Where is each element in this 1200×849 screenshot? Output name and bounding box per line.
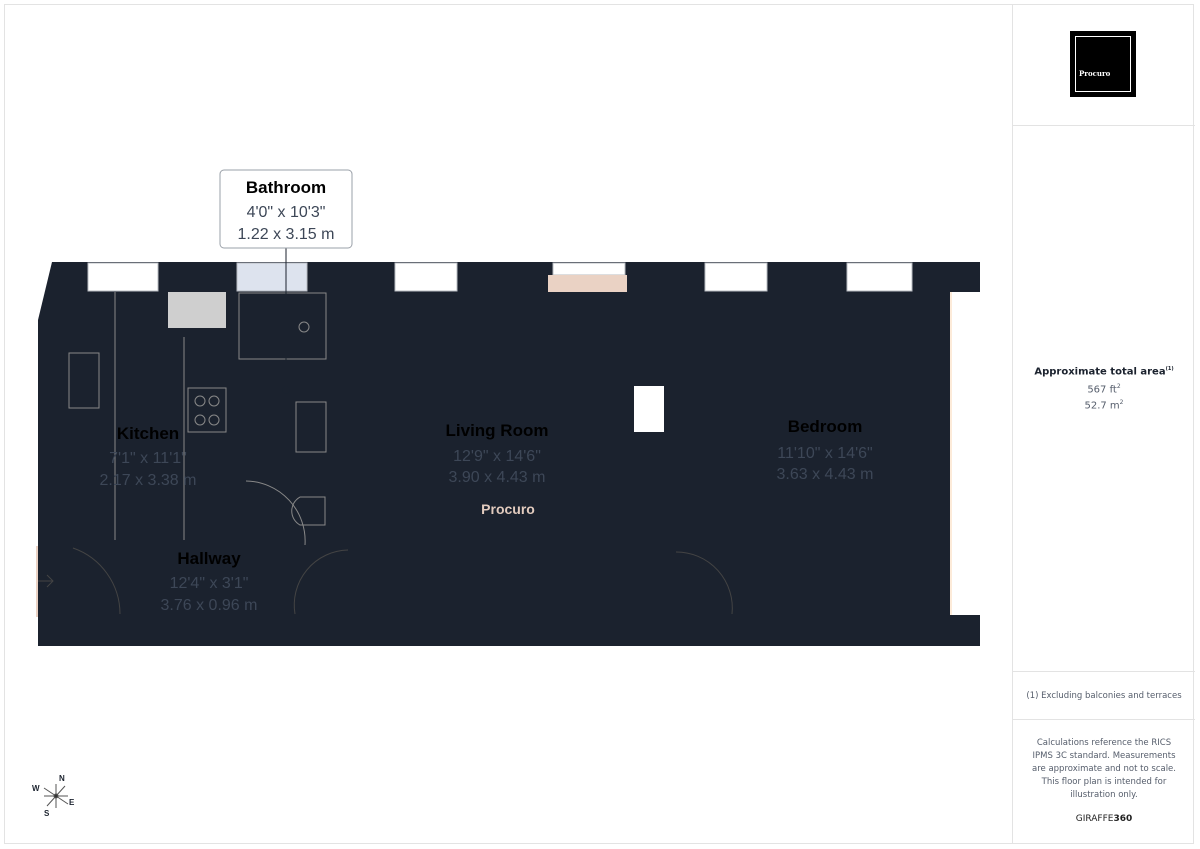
footnote: (1) Excluding balconies and terraces (1026, 691, 1182, 701)
hallway-metric: 3.76 x 0.96 m (161, 597, 258, 614)
floor-plan: Bathroom 4'0" x 10'3" 1.22 x 3.15 m Kitc… (32, 169, 980, 818)
area-section: Approximate total area(1) 567 ft2 52.7 m… (1013, 126, 1195, 672)
area-m: 52.7 m (1084, 399, 1120, 411)
compass-e: E (69, 798, 75, 807)
hallway-name: Hallway (177, 549, 241, 568)
walls (38, 262, 980, 646)
compass-n: N (59, 774, 65, 783)
living-metric: 3.90 x 4.43 m (449, 469, 546, 486)
hallway-imperial: 12'4" x 3'1" (170, 575, 249, 592)
area-title: Approximate total area (1034, 366, 1166, 378)
bathroom-label-box (219, 169, 353, 249)
doors (38, 547, 733, 615)
toilet-icon (291, 496, 326, 526)
bedroom-name: Bedroom (788, 417, 863, 436)
giraffe360-logo: GIRAFFE360 (1027, 814, 1181, 824)
compass-w: W (32, 784, 40, 793)
bathroom-name: Bathroom (246, 178, 326, 197)
info-sidebar: Procuro Approximate total area(1) 567 ft… (1012, 4, 1195, 844)
disclaimer-section: Calculations reference the RICS IPMS 3C … (1013, 720, 1195, 844)
bathroom-fixtures (238, 292, 327, 546)
basin-icon (295, 401, 327, 453)
kitchen-name: Kitchen (117, 424, 179, 443)
brand-a: GIRAFFE (1075, 814, 1114, 824)
living-imperial: 12'9" x 14'6" (453, 448, 541, 465)
page-frame (4, 4, 1194, 844)
kitchen-imperial: 7'1" x 11'1" (109, 450, 187, 467)
area-note-marker: (1) (1165, 366, 1174, 372)
bedroom-metric: 3.63 x 4.43 m (777, 466, 874, 483)
kitchen-fixtures (68, 292, 227, 540)
sink-icon (68, 352, 100, 409)
procuro-logo: Procuro (1070, 31, 1136, 97)
brand-b: 360 (1113, 814, 1133, 824)
bathroom-imperial: 4'0" x 10'3" (247, 204, 326, 221)
compass-icon (43, 784, 69, 808)
hob-icon (187, 387, 227, 433)
door-swing (245, 480, 306, 546)
logo-text: Procuro (1079, 69, 1111, 78)
kitchen-metric: 2.17 x 3.38 m (100, 472, 197, 489)
window-reveal (548, 275, 627, 292)
kitchen-appliance (168, 292, 226, 328)
watermark: Procuro (481, 501, 535, 517)
shower-icon (238, 292, 327, 360)
compass-s: S (44, 809, 50, 818)
bedroom-imperial: 11'10" x 14'6" (777, 445, 872, 462)
logo-section: Procuro (1013, 4, 1195, 126)
fireplace (634, 386, 664, 432)
footnote-section: (1) Excluding balconies and terraces (1013, 672, 1195, 720)
area-ft: 567 ft (1087, 384, 1117, 396)
disclaimer: Calculations reference the RICS IPMS 3C … (1032, 738, 1176, 800)
bathroom-metric: 1.22 x 3.15 m (238, 226, 335, 243)
windows (87, 262, 913, 292)
living-name: Living Room (446, 421, 549, 440)
